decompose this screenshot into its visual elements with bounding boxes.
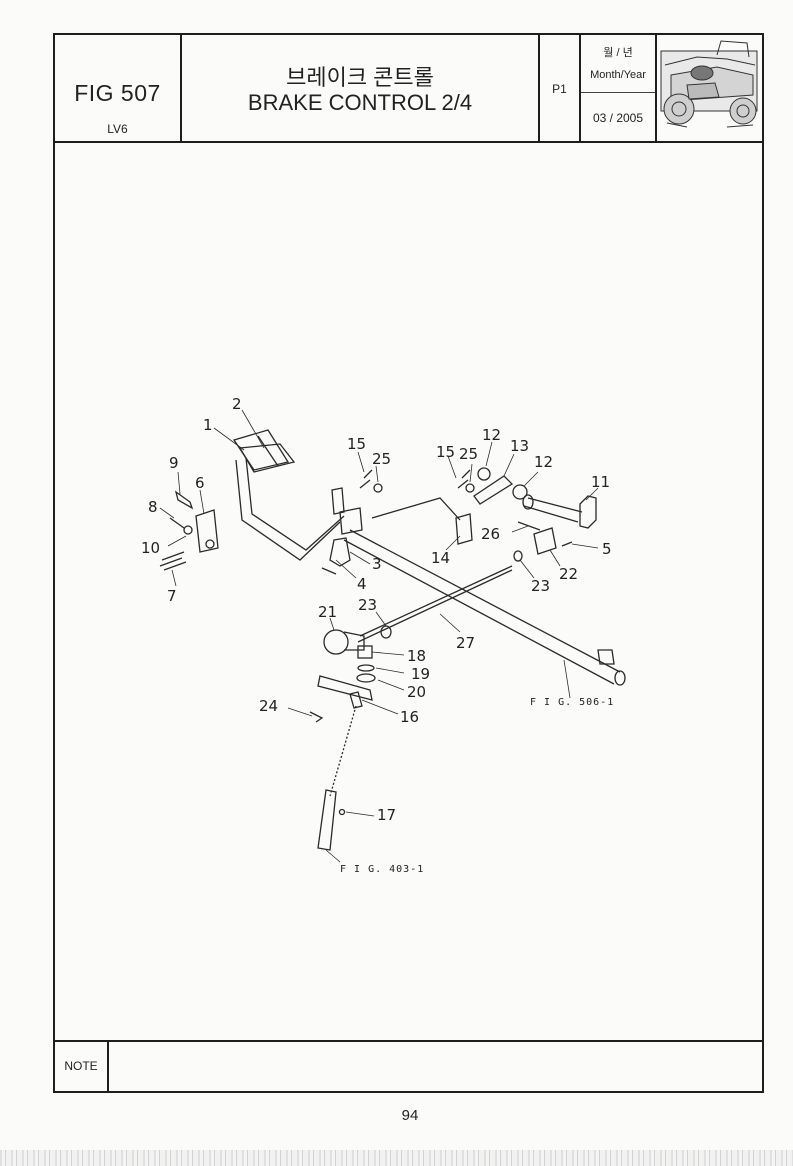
- callout-25-right: 25: [459, 445, 478, 463]
- callout-1: 1: [203, 416, 213, 434]
- callout-18: 18: [407, 647, 426, 665]
- callout-15-right: 15: [436, 443, 455, 461]
- callout-10: 10: [141, 539, 160, 557]
- header-col-divider-1: [180, 33, 182, 143]
- callout-20: 20: [407, 683, 426, 701]
- date-value: 03 / 2005: [592, 111, 644, 125]
- lower-shaft: [317, 705, 357, 851]
- cross-shaft: [371, 494, 597, 529]
- callout-3: 3: [372, 555, 382, 573]
- figure-number: FIG 507: [74, 80, 161, 106]
- upper-linkage: [359, 467, 528, 545]
- header-col-divider-4: [655, 33, 657, 143]
- pedal-bracket: [159, 490, 219, 571]
- note-col-divider: [107, 1040, 109, 1093]
- callout-21: 21: [318, 603, 337, 621]
- date-label-english: Month/Year: [590, 69, 646, 81]
- callout-15-left: 15: [347, 435, 366, 453]
- callout-27: 27: [456, 634, 475, 652]
- title-korean: 브레이크 콘트롤: [286, 65, 434, 90]
- ref-fig-506: F I G. 506-1: [530, 697, 614, 708]
- header-col-divider-3: [579, 33, 581, 143]
- note-label: NOTE: [64, 1059, 98, 1073]
- callout-25-left: 25: [372, 450, 391, 468]
- parts-diagram: 1 2 3 4 5 6 7 8 9 10 11 12 12 13 14 15 1…: [141, 395, 626, 875]
- callout-26: 26: [481, 525, 500, 543]
- callout-9: 9: [169, 454, 179, 472]
- model-code: LV6: [107, 122, 128, 136]
- callout-2: 2: [232, 395, 242, 413]
- callout-17: 17: [377, 806, 396, 824]
- date-label-korean: 월 / 년: [603, 47, 633, 59]
- header-col-divider-2: [538, 33, 540, 143]
- callout-23-right: 23: [531, 577, 550, 595]
- callout-14: 14: [431, 549, 450, 567]
- brake-rod: [357, 550, 523, 643]
- scan-artifact-strip: [0, 1150, 793, 1166]
- callout-7: 7: [167, 587, 177, 605]
- callout-5: 5: [602, 540, 612, 558]
- ball-joint-assembly: [309, 629, 376, 723]
- callout-12-upper: 12: [482, 426, 501, 444]
- callout-11: 11: [591, 473, 610, 491]
- page-code: P1: [552, 82, 567, 96]
- callout-8: 8: [148, 498, 158, 516]
- center-bracket: [321, 487, 363, 575]
- brake-shaft: [343, 529, 626, 686]
- callout-19: 19: [411, 665, 430, 683]
- callout-6: 6: [195, 474, 205, 492]
- page-number: 94: [401, 1107, 419, 1124]
- callout-13: 13: [510, 437, 529, 455]
- page-frame: [53, 33, 764, 1093]
- title-english: BRAKE CONTROL 2/4: [247, 90, 473, 115]
- callout-22: 22: [559, 565, 578, 583]
- lower-right-fittings: [517, 521, 573, 555]
- header-divider: [53, 141, 764, 143]
- tractor-thumbnail: [660, 40, 758, 128]
- brake-pedal: [232, 429, 345, 561]
- callout-24: 24: [259, 697, 278, 715]
- callout-23-left: 23: [358, 596, 377, 614]
- callout-16: 16: [400, 708, 419, 726]
- note-divider: [53, 1040, 764, 1042]
- callout-4: 4: [357, 575, 367, 593]
- callout-12-lower: 12: [534, 453, 553, 471]
- date-divider: [581, 92, 655, 93]
- ref-fig-403: F I G. 403-1: [340, 864, 424, 875]
- leader-lines: [159, 409, 599, 863]
